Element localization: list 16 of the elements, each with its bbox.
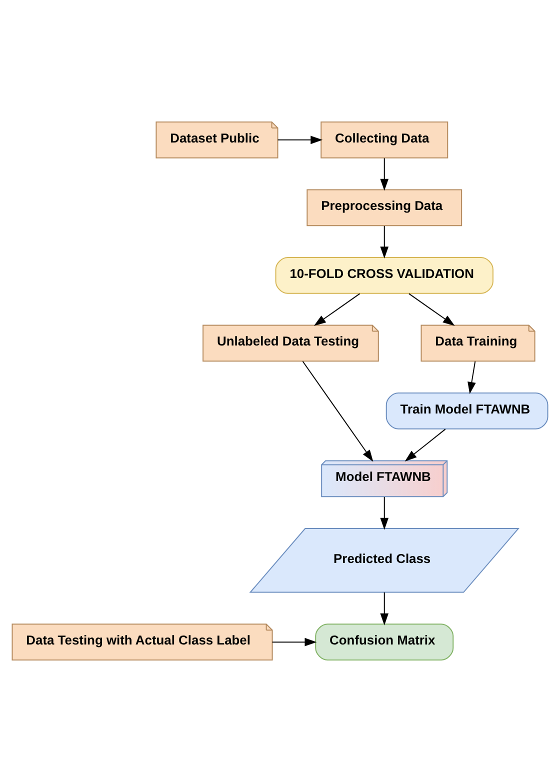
arrow	[404, 428, 446, 462]
arrow	[380, 225, 389, 259]
arrow	[302, 360, 374, 462]
arrow	[380, 158, 389, 191]
node-box: Train Model FTAWNB	[386, 392, 548, 430]
arrow	[380, 592, 389, 626]
node-box: Confusion Matrix	[315, 624, 454, 661]
node-box: 10-FOLD CROSS VALIDATION	[275, 257, 494, 294]
arrow	[380, 496, 389, 530]
arrow	[468, 360, 476, 394]
arrow	[408, 293, 455, 326]
node-box: Preprocessing Data	[306, 189, 462, 226]
node-box: Collecting Data	[320, 121, 448, 158]
arrow	[272, 638, 317, 646]
arrow	[314, 293, 360, 326]
arrow	[277, 136, 323, 144]
